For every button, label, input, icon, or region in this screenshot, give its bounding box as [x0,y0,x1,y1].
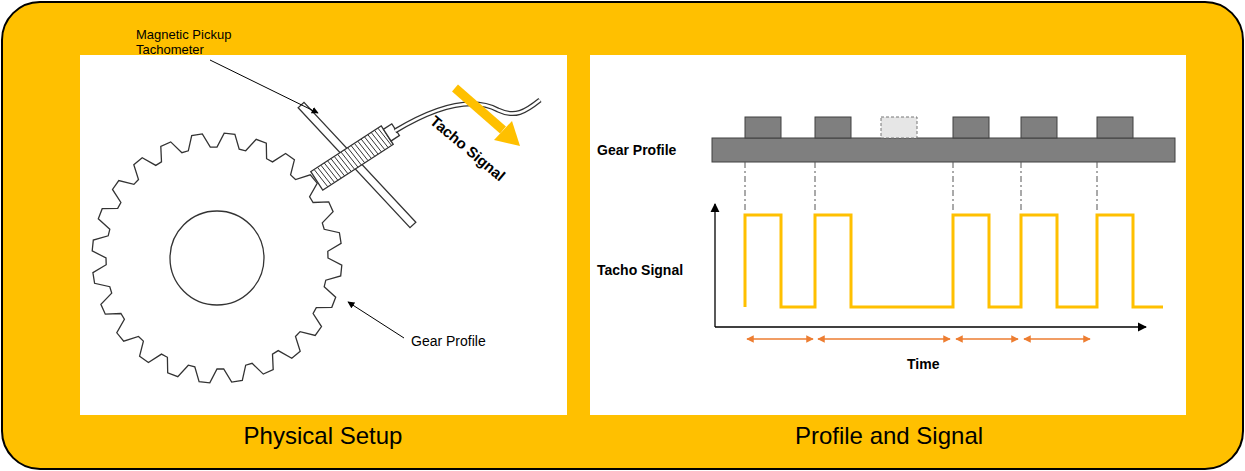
pickup-sensor [311,120,402,190]
signal-arrow [494,121,520,146]
leader-line [210,60,318,113]
mounting-plate [298,102,416,227]
panel [80,55,567,415]
axis [715,326,1146,327]
part-label: Gear Profile [597,142,676,158]
signal-arrow [455,88,503,130]
part-label: Tacho Signal [597,262,683,278]
axis [714,204,715,327]
leader-line [348,302,404,338]
panel-caption: Profile and Signal [795,422,983,450]
panel [590,55,1186,415]
gear-bore [170,211,264,305]
projection-line [745,162,1097,213]
period-arrow [747,338,1090,340]
missing-tooth [881,117,917,138]
part-label: Gear Profile [411,333,486,349]
part-label: Magnetic Pickup Tachometer [136,28,256,58]
gear-tooth [745,117,1133,138]
gear-profile-bar [712,138,1175,162]
gear-outline [92,133,342,383]
tacho-waveform [745,215,1163,307]
part-label: Time [907,356,939,372]
panel-caption: Physical Setup [244,422,403,450]
